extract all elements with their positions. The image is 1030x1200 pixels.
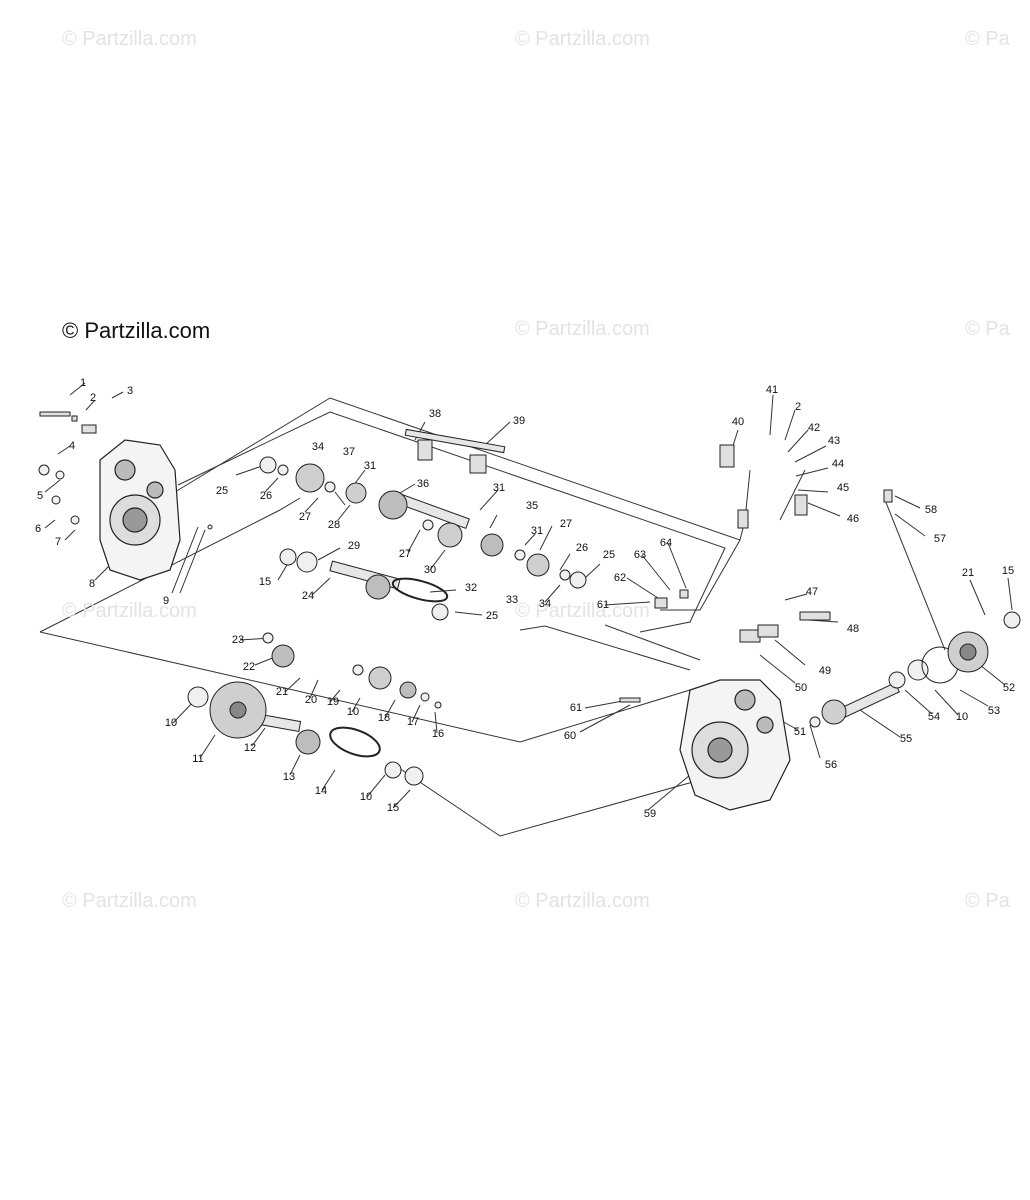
watermark-faint: © Partzilla.com: [515, 600, 650, 622]
callout-34b: 34: [538, 598, 552, 610]
callout-7: 7: [54, 536, 62, 548]
watermark-faint: © Partzilla.com: [515, 890, 650, 912]
callout-46: 46: [846, 513, 860, 525]
watermark-faint: © Partzilla.com: [515, 318, 650, 340]
callout-35: 35: [525, 500, 539, 512]
callout-6: 6: [34, 523, 42, 535]
callout-61b: 61: [569, 702, 583, 714]
callout-30: 30: [423, 564, 437, 576]
callout-26: 26: [259, 490, 273, 502]
callout-24: 24: [301, 590, 315, 602]
callout-43: 43: [827, 435, 841, 447]
callout-53: 53: [987, 705, 1001, 717]
callout-62: 62: [613, 572, 627, 584]
watermark-faint: © Partzilla.com: [515, 28, 650, 50]
callout-31b: 31: [492, 482, 506, 494]
callout-51: 51: [793, 726, 807, 738]
callout-4: 4: [68, 440, 76, 452]
watermark-faint: © Partzilla.com: [62, 890, 197, 912]
callout-45: 45: [836, 482, 850, 494]
callout-44: 44: [831, 458, 845, 470]
watermark-primary: © Partzilla.com: [62, 318, 211, 343]
callout-59: 59: [643, 808, 657, 820]
left-case-half: [99, 439, 181, 581]
callout-60: 60: [563, 730, 577, 742]
callout-23: 23: [231, 634, 245, 646]
callout-3: 3: [126, 385, 134, 397]
callout-14: 14: [314, 785, 328, 797]
callout-29: 29: [347, 540, 361, 552]
callout-2b: 2: [794, 401, 802, 413]
callout-25: 25: [215, 485, 229, 497]
callout-21: 21: [275, 686, 289, 698]
callout-41: 41: [765, 384, 779, 396]
callout-48: 48: [846, 623, 860, 635]
callout-37: 37: [342, 446, 356, 458]
callout-10: 10: [164, 717, 178, 729]
watermark-faint: © Pa: [965, 318, 1010, 340]
callout-50: 50: [794, 682, 808, 694]
callout-25c: 25: [602, 549, 616, 561]
callout-32: 32: [464, 582, 478, 594]
callout-2: 2: [89, 392, 97, 404]
callout-40: 40: [731, 416, 745, 428]
callout-21b: 21: [961, 567, 975, 579]
callout-64: 64: [659, 537, 673, 549]
callout-28: 28: [327, 519, 341, 531]
callout-54: 54: [927, 711, 941, 723]
watermark-faint: © Partzilla.com: [62, 600, 197, 622]
callout-5: 5: [36, 490, 44, 502]
right-case-half: [679, 679, 791, 811]
callout-39: 39: [512, 415, 526, 427]
callout-31c: 31: [530, 525, 544, 537]
callout-38: 38: [428, 408, 442, 420]
callout-26b: 26: [575, 542, 589, 554]
watermark-faint: © Pa: [965, 28, 1010, 50]
callout-10c: 10: [346, 706, 360, 718]
watermark-faint: © Partzilla.com: [62, 28, 197, 50]
callout-42: 42: [807, 422, 821, 434]
callout-58: 58: [924, 504, 938, 516]
callout-10d: 10: [955, 711, 969, 723]
callout-27b: 27: [398, 548, 412, 560]
callout-57: 57: [933, 533, 947, 545]
callout-61: 61: [596, 599, 610, 611]
callout-17: 17: [406, 716, 420, 728]
callout-25b: 25: [485, 610, 499, 622]
callout-47: 47: [805, 586, 819, 598]
callout-1: 1: [79, 377, 87, 389]
callout-18: 18: [377, 712, 391, 724]
callout-36: 36: [416, 478, 430, 490]
callout-11: 11: [192, 753, 204, 765]
callout-15c: 15: [1001, 565, 1015, 577]
callout-20: 20: [304, 694, 318, 706]
callout-56: 56: [824, 759, 838, 771]
callout-31: 31: [363, 460, 377, 472]
callout-9: 9: [162, 595, 170, 607]
callout-16: 16: [431, 728, 445, 740]
callout-52: 52: [1002, 682, 1016, 694]
callout-49: 49: [818, 665, 832, 677]
callout-8: 8: [88, 578, 96, 590]
callout-19: 19: [326, 696, 340, 708]
callout-15: 15: [386, 802, 400, 814]
callout-34: 34: [311, 441, 325, 453]
callout-63: 63: [633, 549, 647, 561]
callout-12: 12: [243, 742, 257, 754]
watermark-faint: © Pa: [965, 890, 1010, 912]
callout-10b: 10: [359, 791, 373, 803]
callout-15b: 15: [258, 576, 272, 588]
callout-55: 55: [899, 733, 913, 745]
callout-13: 13: [282, 771, 296, 783]
callout-27c: 27: [559, 518, 573, 530]
callout-27: 27: [298, 511, 312, 523]
callout-33: 33: [505, 594, 519, 606]
callout-22: 22: [242, 661, 256, 673]
